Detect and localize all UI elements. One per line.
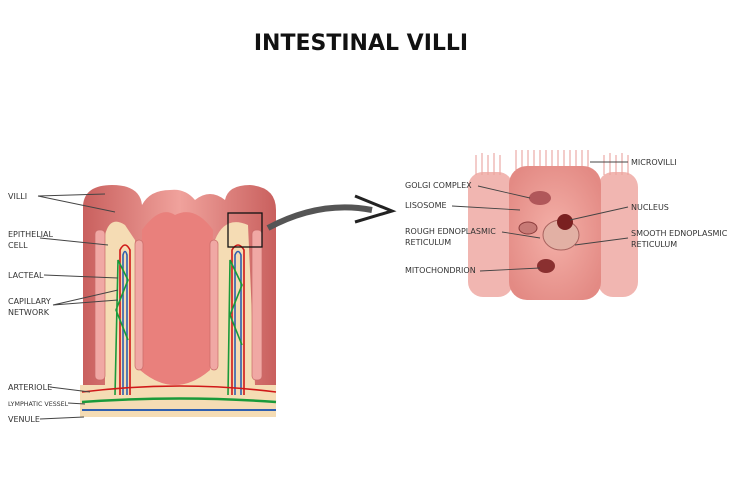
- label-lymphatic-vessel: LYMPHATIC VESSEL: [8, 401, 69, 408]
- label-villi: VILLI: [8, 192, 27, 201]
- leader-lines: [37, 161, 629, 420]
- right-cell: [598, 172, 638, 297]
- label-rough-er-line2: RETICULUM: [405, 238, 451, 247]
- label-smooth-er-line1: SMOOTH EDNOPLASMIC: [631, 229, 728, 238]
- label-venule: VENULE: [8, 415, 40, 424]
- label-capillary-line1: CAPILLARY: [8, 297, 51, 306]
- central-villus: [140, 212, 213, 385]
- label-mitochondrion: MITOCHONDRION: [405, 266, 476, 275]
- golgi-complex: [529, 191, 551, 205]
- rough-er: [518, 221, 538, 235]
- mitochondrion: [537, 259, 555, 273]
- label-lisosome: LISOSOME: [405, 201, 447, 210]
- label-arteriole: ARTERIOLE: [8, 383, 52, 392]
- label-golgi: GOLGI COMPLEX: [405, 181, 472, 190]
- zoom-box: [227, 212, 263, 248]
- label-epithelial-line1: EPITHELIAL: [8, 230, 53, 239]
- arrow-head-icon: [354, 194, 397, 224]
- label-rough-er-line1: ROUGH EDNOPLASMIC: [405, 227, 496, 236]
- label-microvilli: MICROVILLI: [631, 158, 677, 167]
- vessels: [81, 244, 277, 411]
- label-epithelial-line2: CELL: [8, 241, 28, 250]
- villus-illustration: [80, 185, 277, 417]
- label-smooth-er-line2: RETICULUM: [631, 240, 677, 249]
- label-nucleus: NUCLEUS: [631, 203, 669, 212]
- label-capillary-line2: NETWORK: [8, 308, 50, 317]
- label-lacteal: LACTEAL: [8, 271, 44, 280]
- diagram-title: INTESTINAL VILLI: [254, 31, 468, 56]
- left-cell: [468, 172, 513, 297]
- magnify-arrow: [266, 204, 373, 231]
- nucleus: [557, 214, 573, 230]
- epithelial-cells: [94, 229, 263, 381]
- cell-illustration: [468, 150, 638, 300]
